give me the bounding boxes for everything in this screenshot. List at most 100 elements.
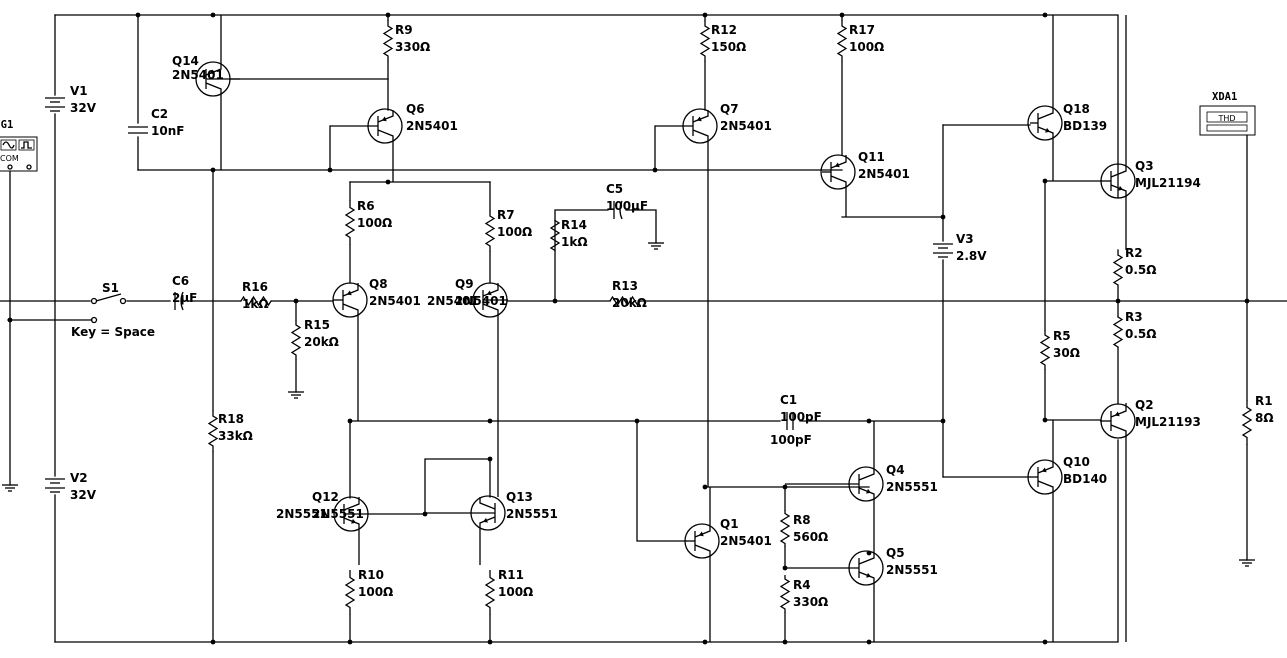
r18-value: 33kΩ: [218, 429, 253, 443]
q4-name: Q4: [886, 463, 905, 477]
sine-icon: [2, 141, 15, 149]
q5-name: Q5: [886, 546, 905, 560]
c1-name: C1: [780, 393, 797, 407]
labels: V132VV232VC210nFQ142N5401R1833kΩR9330ΩQ6…: [0, 23, 1274, 609]
junction-dot: [940, 418, 946, 424]
junction-dot: [293, 298, 299, 304]
q5-transistor-top-lead: [858, 553, 875, 565]
q12-name: Q12: [312, 490, 339, 504]
junction-dot: [782, 639, 788, 645]
r3-name: R3: [1125, 310, 1143, 324]
q7-transistor-arrow: [696, 116, 702, 122]
r11-name: R11: [498, 568, 524, 582]
q3-transistor-arrow: [1118, 185, 1123, 191]
r4-resistor: [779, 575, 791, 613]
q18-name: Q18: [1063, 102, 1090, 116]
junction-dot: [552, 298, 558, 304]
q10-transistor-body: [1027, 459, 1063, 495]
r8-name: R8: [793, 513, 811, 527]
s1-key: Key = Space: [71, 325, 155, 339]
q7-value: 2N5401: [720, 119, 772, 133]
c6-capacitor-plate2: [180, 291, 184, 311]
q10-transistor-arrow: [1041, 467, 1047, 473]
q6-value: 2N5401: [406, 119, 458, 133]
q4-transistor-top-lead: [858, 421, 875, 481]
r7-name: R7: [497, 208, 515, 222]
c1-value2: 100pF: [770, 433, 812, 447]
r10-name: R10: [358, 568, 384, 582]
junction-dot: [135, 12, 141, 18]
r12-name: R12: [711, 23, 737, 37]
q14-value: 2N5401: [172, 68, 224, 82]
q18-transistor-body: [1027, 105, 1063, 141]
c5-name: C5: [606, 182, 623, 196]
q11-transistor-body: [820, 154, 856, 190]
q9-name: Q9: [455, 277, 474, 291]
v3-name: V3: [956, 232, 974, 246]
junction-dot: [385, 179, 391, 185]
junction-dot: [487, 456, 493, 462]
q8-transistor-bottom-lead: [342, 303, 359, 421]
r9-resistor: [382, 20, 394, 62]
q2-name: Q2: [1135, 398, 1154, 412]
v2-value: 32V: [70, 488, 97, 502]
junction-dot: [7, 317, 13, 323]
q12-transistor: [333, 496, 425, 565]
r12-resistor: [699, 20, 711, 62]
r7-value: 100Ω: [497, 225, 532, 239]
r16-resistor: [240, 295, 272, 307]
junction-dot: [1042, 417, 1048, 423]
wire: [54, 14, 1119, 199]
junction-dot: [866, 550, 872, 556]
wire: [554, 209, 609, 221]
r11-resistor: [484, 570, 496, 615]
q8-name: Q8: [369, 277, 388, 291]
junction-dot: [487, 639, 493, 645]
junction-dot: [347, 418, 353, 424]
wire: [1044, 369, 1101, 421]
junction-dot: [1042, 12, 1048, 18]
q6-transistor: [330, 108, 403, 182]
q13-transistor-bottom-lead: [479, 516, 496, 565]
xda1-screen: [1206, 111, 1248, 123]
r14-value: 1kΩ: [561, 235, 588, 249]
q10-name: Q10: [1063, 455, 1090, 469]
q5-transistor-arrow: [866, 572, 871, 578]
q13-name: Q13: [506, 490, 533, 504]
q18-transistor-top-lead: [1037, 15, 1054, 120]
r3-value: 0.5Ω: [1125, 327, 1156, 341]
q3-transistor-bottom-lead: [1110, 184, 1127, 250]
square-wave-icon: [21, 141, 32, 149]
xfg1-name: XFG1: [0, 119, 13, 131]
q1-transistor-arrow: [698, 531, 704, 537]
q7-transistor-bottom-lead: [692, 129, 709, 487]
r8-resistor: [779, 510, 791, 547]
junction-dot: [1115, 298, 1121, 304]
q9-transistor-arrow: [486, 290, 492, 296]
q11-transistor: [820, 154, 856, 217]
q2-transistor-arrow: [1114, 411, 1120, 417]
q13-value: 2N5551: [506, 507, 558, 521]
junction-dot: [210, 639, 216, 645]
r1-name: R1: [1255, 394, 1273, 408]
q3-value: MJL21194: [1135, 176, 1201, 190]
r18-name: R18: [218, 412, 244, 426]
q3-name: Q3: [1135, 159, 1154, 173]
r10-resistor: [344, 570, 356, 615]
junction-dot: [327, 167, 333, 173]
s1-name: S1: [102, 281, 119, 295]
r12-value: 150Ω: [711, 40, 746, 54]
q4-transistor: [785, 421, 884, 553]
v1-value: 32V: [70, 101, 97, 115]
q18-transistor-arrow: [1045, 127, 1050, 133]
q3-transistor: [1100, 15, 1136, 250]
junction-dot: [839, 12, 845, 18]
s1-contact: [90, 297, 98, 305]
q1-transistor-body: [684, 523, 720, 559]
q9-transistor-bottom-lead: [482, 303, 499, 497]
q12-transistor-bottom-lead: [343, 517, 360, 565]
junction-dot: [866, 418, 872, 424]
junction-dot: [1244, 298, 1250, 304]
s1-contact: [119, 297, 127, 305]
